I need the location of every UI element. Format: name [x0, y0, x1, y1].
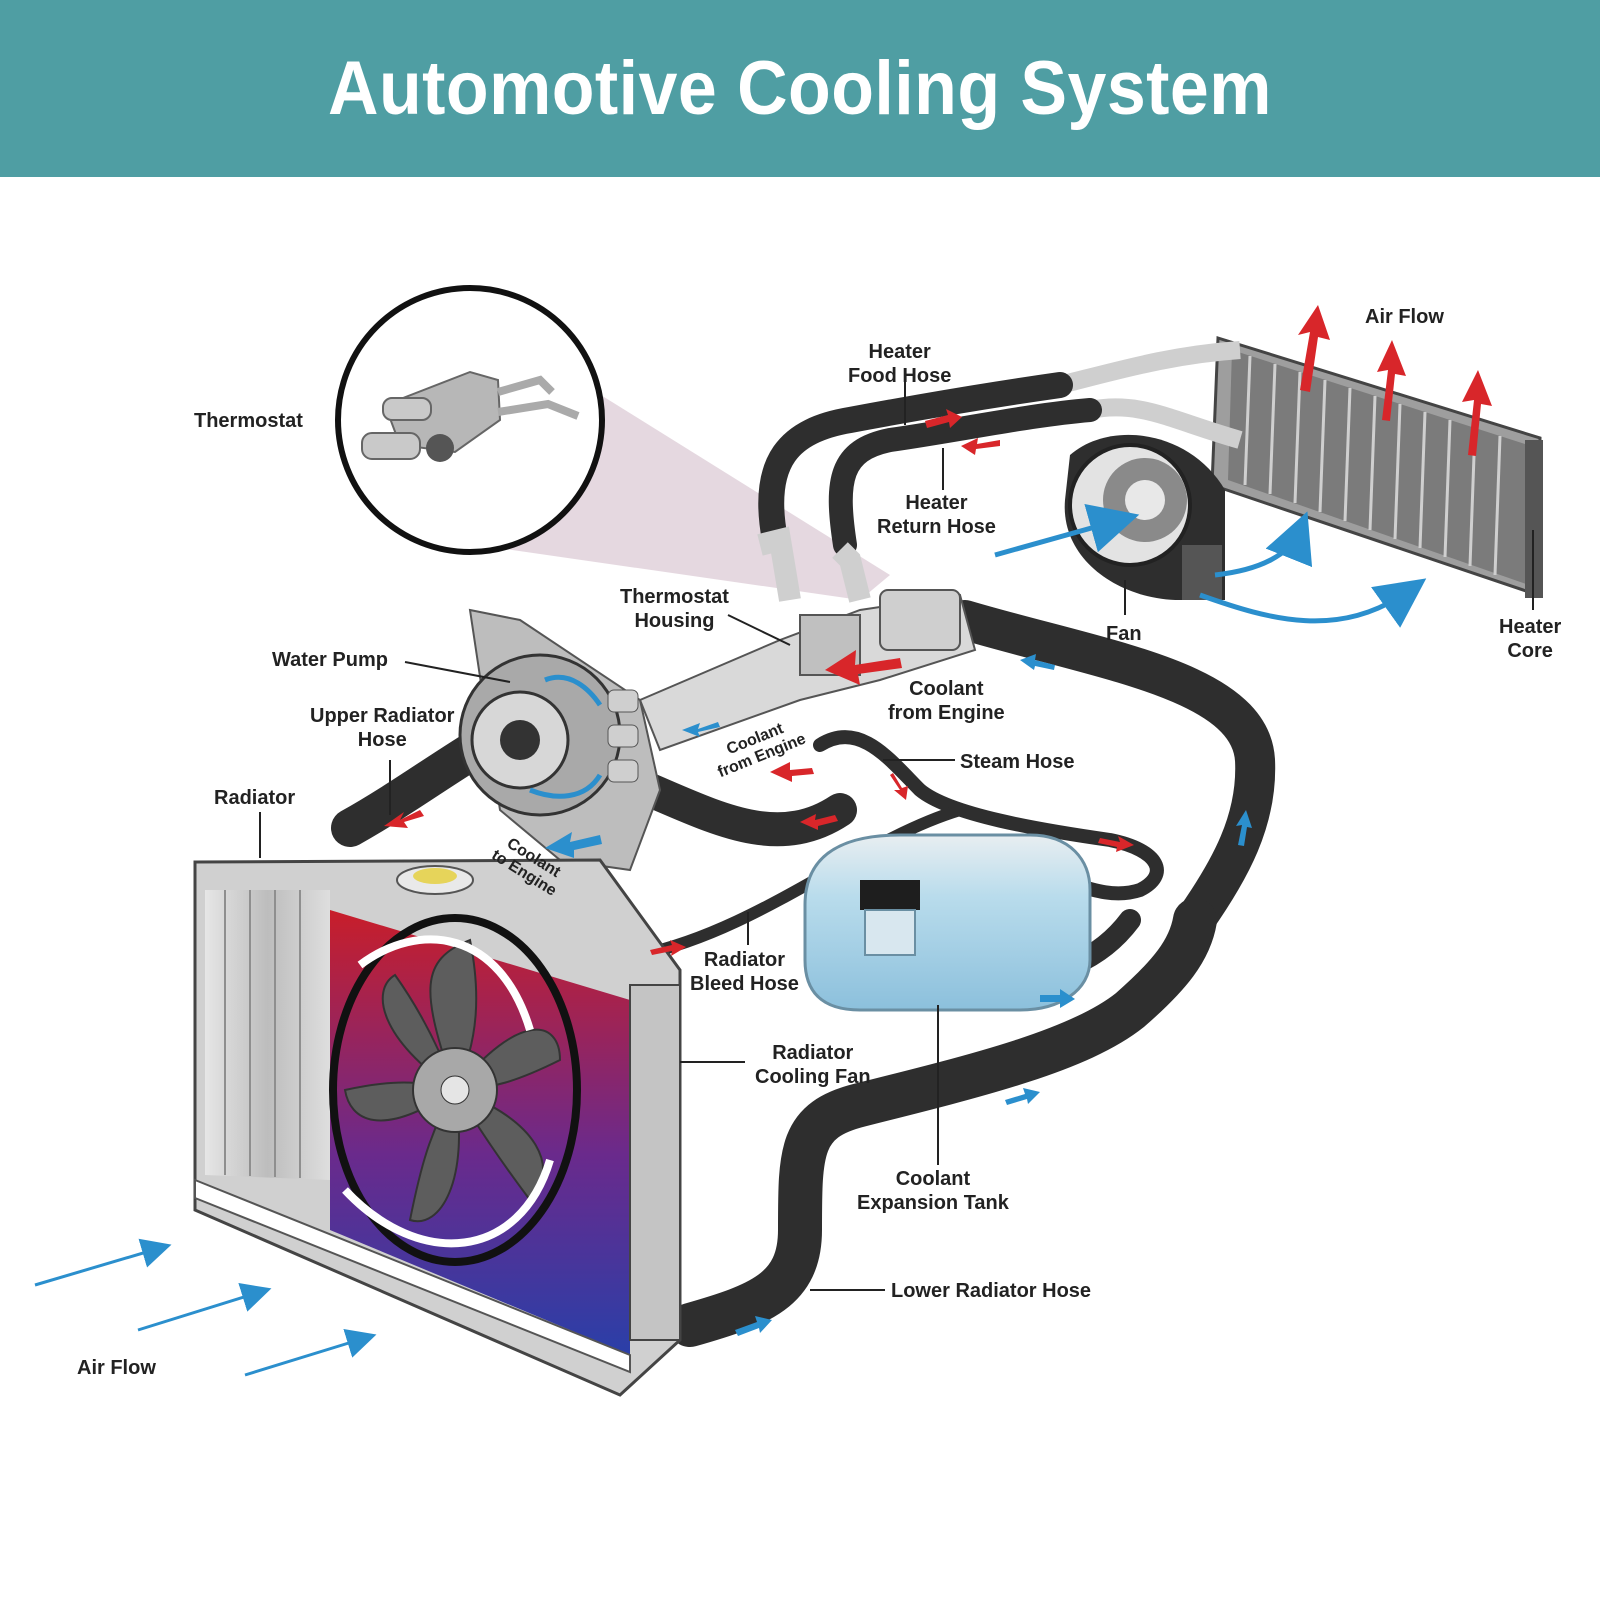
label-air-flow-top: Air Flow: [1365, 306, 1444, 328]
label-lower-radiator-hose: Lower Radiator Hose: [891, 1280, 1092, 1302]
heater-return-hose: [828, 398, 1102, 557]
water-pump-shape: [458, 608, 662, 872]
blower-fan-shape: [1064, 434, 1225, 600]
steam-hose: [813, 730, 1164, 901]
label-radiator: Radiator: [214, 787, 296, 809]
label-thermostat: Thermostat: [194, 410, 303, 432]
page-title: Automotive Cooling System: [328, 46, 1272, 131]
cool-flow-curves: [529, 504, 1427, 799]
expansion-tank-shape: [803, 833, 1092, 1012]
main-return-hose: [945, 600, 1276, 940]
lower-radiator-hose: [668, 898, 1217, 1347]
heater-food-hose: [758, 372, 1073, 553]
heater-pipe-lower: [1088, 398, 1243, 449]
thermostat-part-icon: [361, 370, 580, 462]
leader-lines: [259, 380, 1534, 1291]
label-fan: Fan: [1106, 623, 1142, 645]
label-steam-hose: Steam Hose: [960, 751, 1075, 773]
label-water-pump: Water Pump: [272, 649, 388, 671]
title-banner: Automotive Cooling System: [0, 0, 1600, 177]
hot-flow-arrows: [384, 305, 1492, 956]
thermostat-housing-shape: [638, 526, 977, 752]
heater-pipe-upper: [1057, 341, 1241, 394]
air-flow-arrows: [34, 1238, 377, 1377]
heater-core-shape: [1210, 335, 1543, 598]
label-air-flow-bottom: Air Flow: [77, 1357, 156, 1379]
cool-flow-arrows: [545, 654, 1252, 1336]
radiator-fan-shape: [329, 914, 581, 1266]
